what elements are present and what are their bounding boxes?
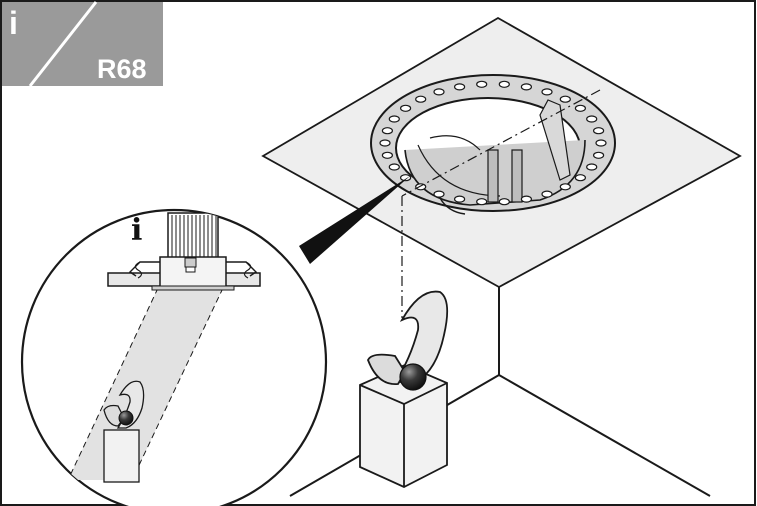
flange-hole xyxy=(379,139,391,147)
flange-hole xyxy=(595,139,607,147)
flange-hole xyxy=(498,80,510,88)
flange-hole xyxy=(433,190,445,198)
flange-hole xyxy=(454,83,466,91)
flange-hole xyxy=(415,183,427,191)
flange-hole xyxy=(476,198,488,206)
flange-hole xyxy=(574,104,587,112)
flange-hole xyxy=(559,183,571,191)
flange-hole xyxy=(574,174,587,182)
flange-hole xyxy=(592,151,605,159)
flange-hole xyxy=(381,151,393,159)
flange-hole xyxy=(400,104,412,112)
badge-code: R68 xyxy=(97,54,147,84)
detail-view-content xyxy=(67,212,261,483)
flange-hole xyxy=(400,174,412,182)
mini-sculpture-icon xyxy=(103,380,145,483)
flange-hole xyxy=(388,115,400,123)
flange-hole xyxy=(381,127,393,135)
detail-info-icon: i xyxy=(131,213,142,248)
flange-hole xyxy=(433,88,445,96)
flange-hole xyxy=(415,95,427,103)
flange-hole xyxy=(520,195,533,203)
room-corner xyxy=(289,285,711,497)
flange-hole xyxy=(586,163,598,171)
magnifier-pointer xyxy=(299,176,410,264)
sculpture-icon xyxy=(359,290,449,488)
info-icon: i xyxy=(131,213,142,248)
flange-hole xyxy=(592,127,605,135)
flange-hole xyxy=(559,95,571,103)
flange-hole xyxy=(586,115,598,123)
flange-hole xyxy=(498,198,510,206)
flange-hole xyxy=(520,83,533,91)
flange-hole xyxy=(476,80,488,88)
flange-hole xyxy=(454,195,466,203)
r68-badge: i R68 xyxy=(2,1,163,87)
flange-hole xyxy=(388,163,400,171)
mounting-ring-icon xyxy=(370,74,616,215)
projection-line xyxy=(401,89,601,318)
downlight-icon xyxy=(128,212,258,291)
flange-hole xyxy=(541,88,553,96)
info-icon: i xyxy=(9,5,18,41)
flange-hole xyxy=(541,190,553,198)
